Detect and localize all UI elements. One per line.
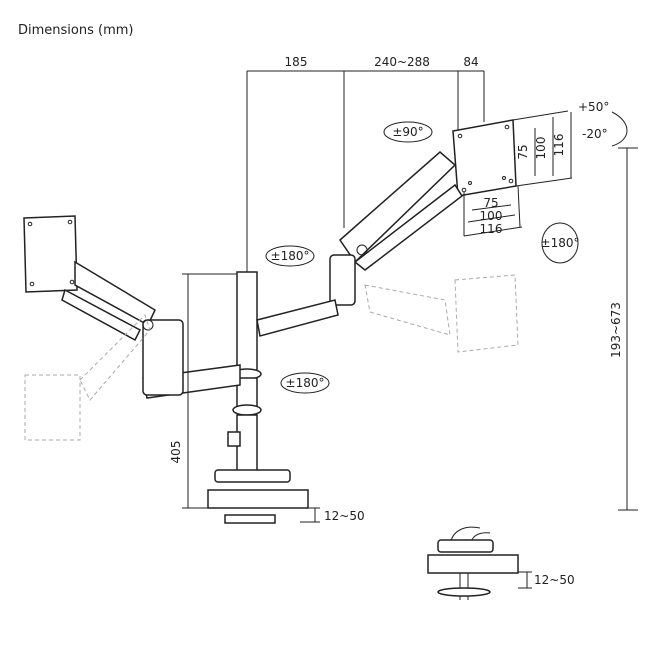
swivel-base-arrow-icon <box>280 372 330 394</box>
rotate-arrow-icon <box>383 121 433 143</box>
diagram-title: Dimensions (mm) <box>18 23 133 38</box>
pole-and-lower-arm <box>142 271 339 476</box>
height-dimension-lines <box>182 147 638 511</box>
clamp-range-1: 12~50 <box>324 509 365 523</box>
dim-185: 185 <box>285 55 308 69</box>
tilt-up-label: +50° <box>578 100 609 114</box>
swivel-elbow-label: ±180° <box>271 249 310 263</box>
vesa-h-75: 75 <box>483 196 498 210</box>
left-arm <box>23 215 184 441</box>
rotate-head-label: ±90° <box>392 125 423 139</box>
swivel-head-arrow-icon <box>541 222 579 264</box>
top-dimension-lines <box>246 70 485 272</box>
vesa-v-116: 116 <box>552 134 566 157</box>
vesa-v-75: 75 <box>516 144 530 159</box>
right-vesa-plate <box>452 110 573 237</box>
vesa-h-100: 100 <box>480 209 503 223</box>
grommet-mount-inset <box>427 526 532 600</box>
dim-84: 84 <box>463 55 478 69</box>
tilt-arrow-icon <box>611 111 628 147</box>
swivel-base-label: ±180° <box>286 376 325 390</box>
dim-193-673: 193~673 <box>609 302 623 358</box>
vesa-h-116: 116 <box>480 222 503 236</box>
right-arm <box>329 151 519 353</box>
swivel-head-label: ±180° <box>541 236 580 250</box>
swivel-elbow-arrow-icon <box>265 245 315 267</box>
clamp-range-2: 12~50 <box>534 573 575 587</box>
dim-405: 405 <box>169 441 183 464</box>
vesa-v-100: 100 <box>534 137 548 160</box>
desk-clamp <box>207 469 320 524</box>
tilt-down-label: -20° <box>582 127 608 141</box>
dim-240-288: 240~288 <box>374 55 430 69</box>
